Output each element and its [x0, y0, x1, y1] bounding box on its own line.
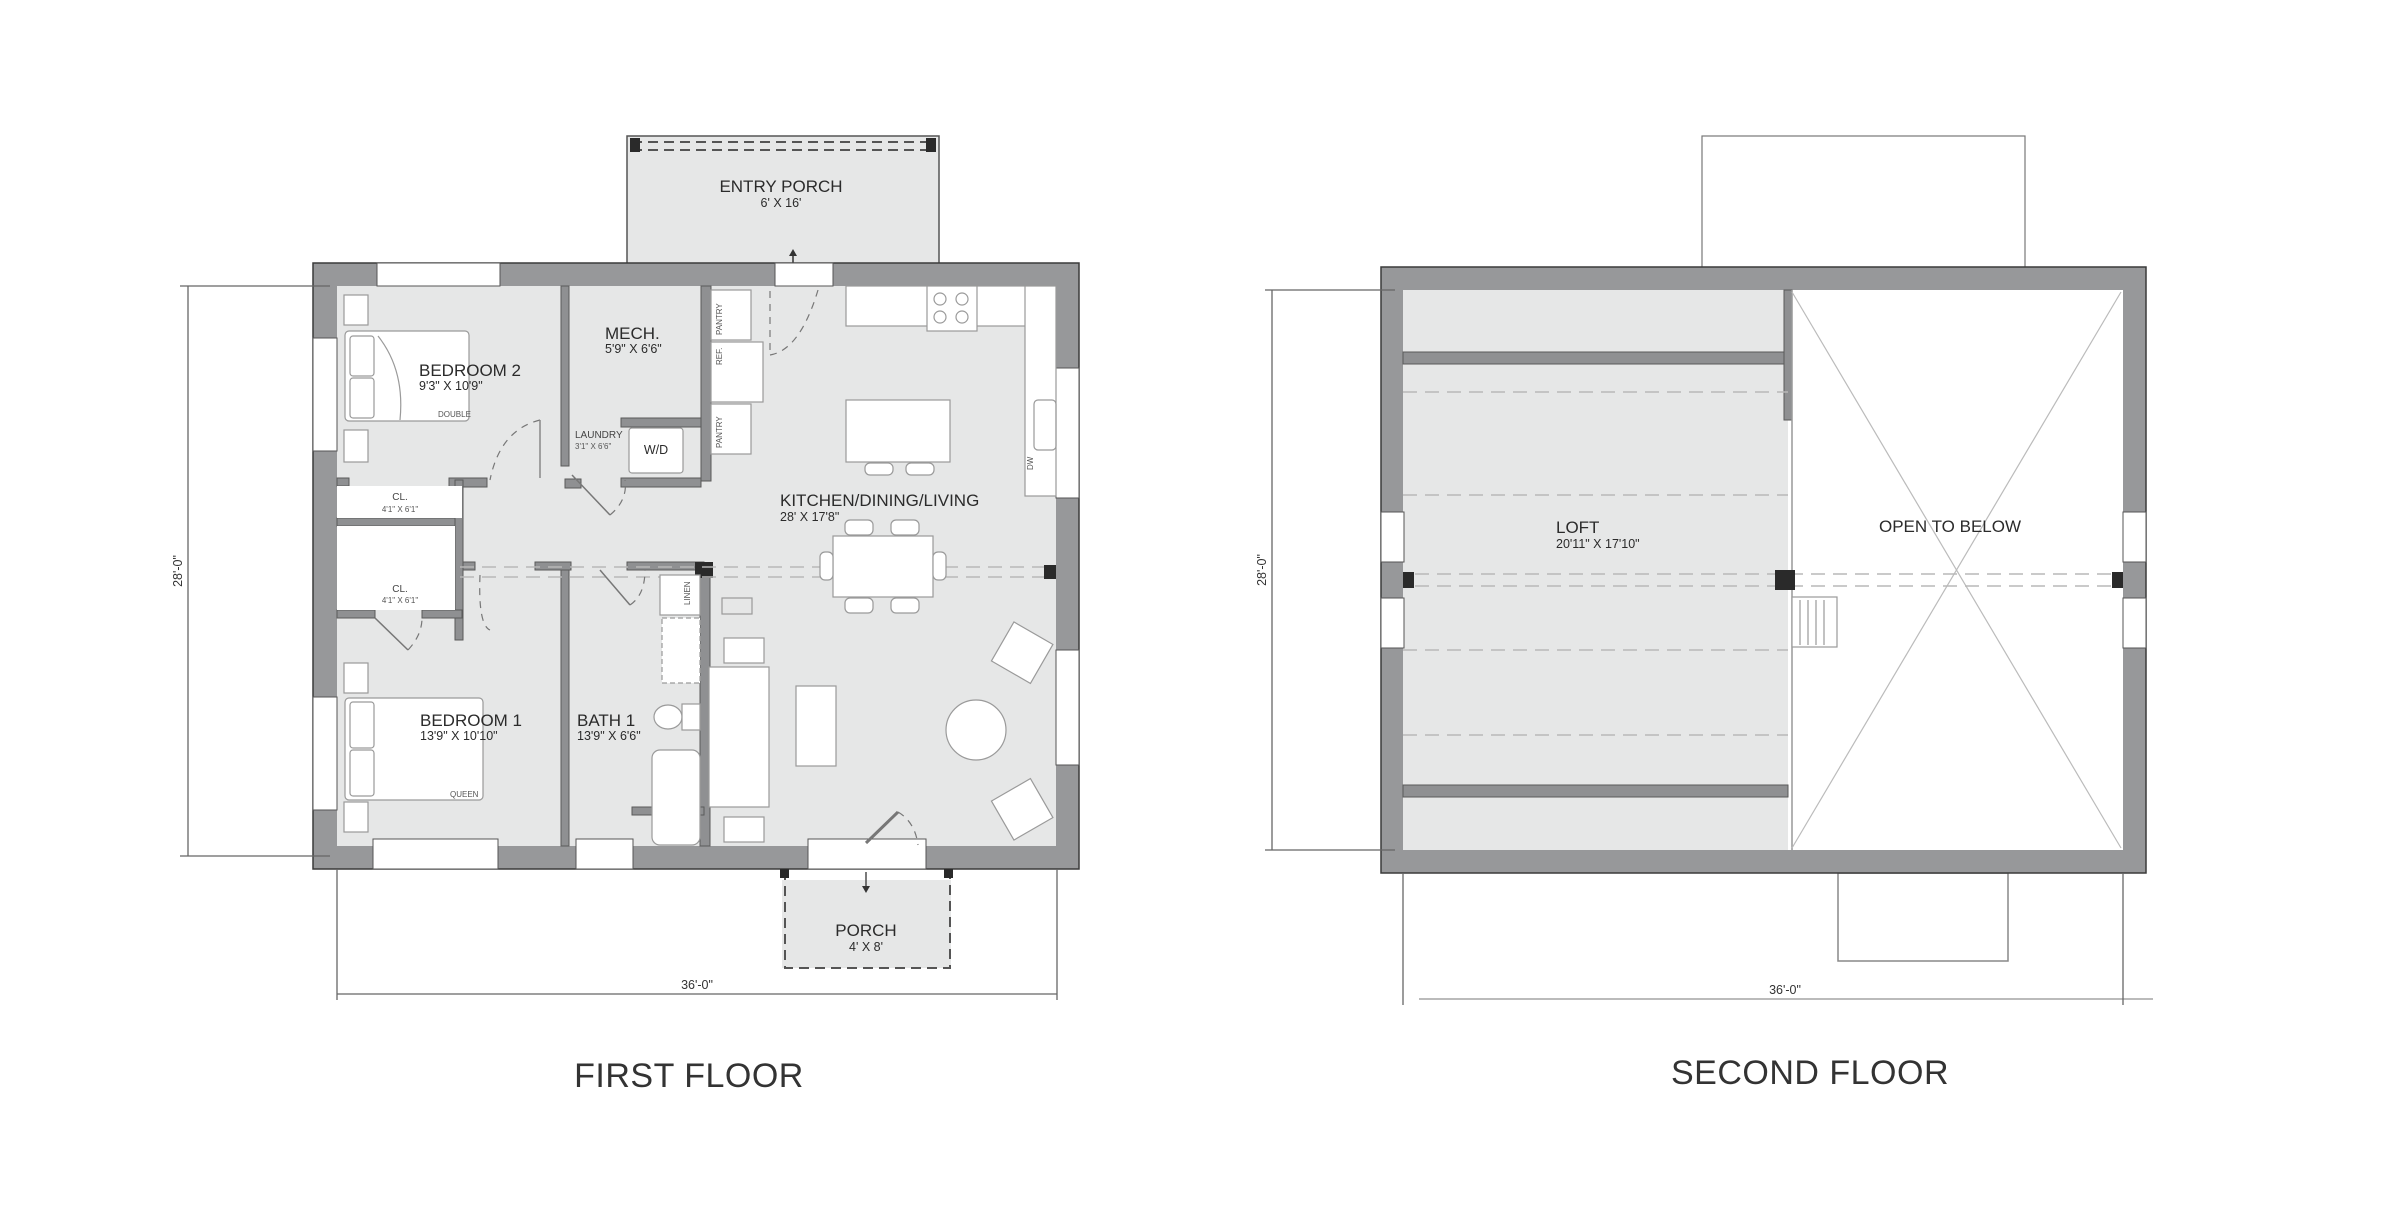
- second-floor-dimensions: 36'-0" 28'-0": [1255, 289, 2153, 1005]
- svg-text:QUEEN: QUEEN: [450, 790, 479, 799]
- kitchen-dining-living: DW KITCHEN/DINING/LIVING 28' X 17'8": [708, 285, 1057, 843]
- closets: CL. 4'1" X 6'1" CL. 4'1" X 6'1": [337, 486, 491, 651]
- roof-outline-front: [1701, 135, 2026, 269]
- svg-text:DOUBLE: DOUBLE: [438, 410, 471, 419]
- svg-text:DW: DW: [1026, 456, 1035, 470]
- bedroom-2: BEDROOM 2 9'3" X 10'9" DOUBLE: [343, 294, 541, 481]
- roof-outline-rear: [1837, 872, 2009, 962]
- entry-porch-label: ENTRY PORCH: [719, 177, 842, 196]
- open-to-below: OPEN TO BELOW: [1791, 291, 2122, 849]
- round-table: [945, 699, 1007, 761]
- mech-room: MECH. 5'9" X 6'6" LAUNDRY 3'1" X 6'6" W/…: [571, 324, 684, 516]
- pantry-ref: PANTRY REF. PANTRY: [710, 289, 764, 455]
- loft: LOFT 20'11" X 17'10": [1402, 289, 1793, 850]
- first-floor-dimensions: 36'-0" 28'-0": [171, 285, 1058, 1000]
- linen-closet: [659, 574, 701, 616]
- first-floor-plan: ENTRY PORCH 6' X 16': [171, 135, 1080, 1095]
- kitchen-size: 28' X 17'8": [780, 510, 839, 524]
- bath-1-label: BATH 1: [577, 711, 635, 730]
- bath-1: LINEN BATH 1 13'9" X 6'6": [577, 569, 701, 846]
- svg-text:PANTRY: PANTRY: [715, 416, 724, 448]
- stove: [926, 285, 978, 332]
- svg-text:REF.: REF.: [715, 348, 724, 365]
- kitchen-label: KITCHEN/DINING/LIVING: [780, 491, 979, 510]
- mech-label: MECH.: [605, 324, 660, 343]
- svg-text:LAUNDRY: LAUNDRY: [575, 430, 623, 441]
- dining-table: [832, 535, 934, 598]
- second-floor-plan: LOFT 20'11" X 17'10" OPEN TO BELOW: [1255, 135, 2153, 1092]
- mech-size: 5'9" X 6'6": [605, 342, 662, 356]
- bedroom-1: BEDROOM 1 13'9" X 10'10" QUEEN: [343, 662, 522, 833]
- bedroom-2-size: 9'3" X 10'9": [419, 379, 483, 393]
- loft-size: 20'11" X 17'10": [1556, 537, 1640, 551]
- svg-text:W/D: W/D: [644, 443, 668, 457]
- double-bed: [344, 330, 470, 422]
- washer-dryer: [628, 427, 684, 474]
- open-to-below-label: OPEN TO BELOW: [1879, 517, 2021, 536]
- svg-text:CL.: CL.: [392, 584, 408, 595]
- entry-porch-size: 6' X 16': [761, 196, 802, 210]
- entry-porch: ENTRY PORCH 6' X 16': [626, 135, 940, 267]
- bedroom-1-size: 13'9" X 10'10": [420, 729, 498, 743]
- coffee-table: [795, 685, 837, 767]
- second-floor-title: SECOND FLOOR: [1671, 1054, 1949, 1092]
- bedroom-2-label: BEDROOM 2: [419, 361, 521, 380]
- svg-text:4'1" X 6'1": 4'1" X 6'1": [382, 505, 418, 514]
- sink: [1033, 399, 1057, 451]
- svg-text:CL.: CL.: [392, 492, 408, 503]
- svg-text:3'1" X 6'6": 3'1" X 6'6": [575, 442, 611, 451]
- svg-text:4'1" X 6'1": 4'1" X 6'1": [382, 596, 418, 605]
- first-floor-title: FIRST FLOOR: [574, 1057, 804, 1095]
- toilet: [653, 704, 683, 730]
- bathtub: [651, 749, 701, 846]
- svg-text:LINEN: LINEN: [683, 581, 692, 605]
- loft-label: LOFT: [1556, 518, 1599, 537]
- porch-size: 4' X 8': [849, 940, 883, 954]
- rear-porch: PORCH 4' X 8': [780, 869, 953, 969]
- second-floor-width-dim: 36'-0": [1769, 983, 1801, 997]
- porch-label: PORCH: [835, 921, 896, 940]
- first-floor-depth-dim: 28'-0": [171, 555, 185, 587]
- kitchen-island: [845, 399, 951, 463]
- second-floor-depth-dim: 28'-0": [1255, 554, 1269, 586]
- first-floor-width-dim: 36'-0": [681, 978, 713, 992]
- sofa: [708, 666, 770, 808]
- queen-bed: [344, 697, 484, 801]
- bath-1-size: 13'9" X 6'6": [577, 729, 641, 743]
- svg-text:PANTRY: PANTRY: [715, 303, 724, 335]
- bedroom-1-label: BEDROOM 1: [420, 711, 522, 730]
